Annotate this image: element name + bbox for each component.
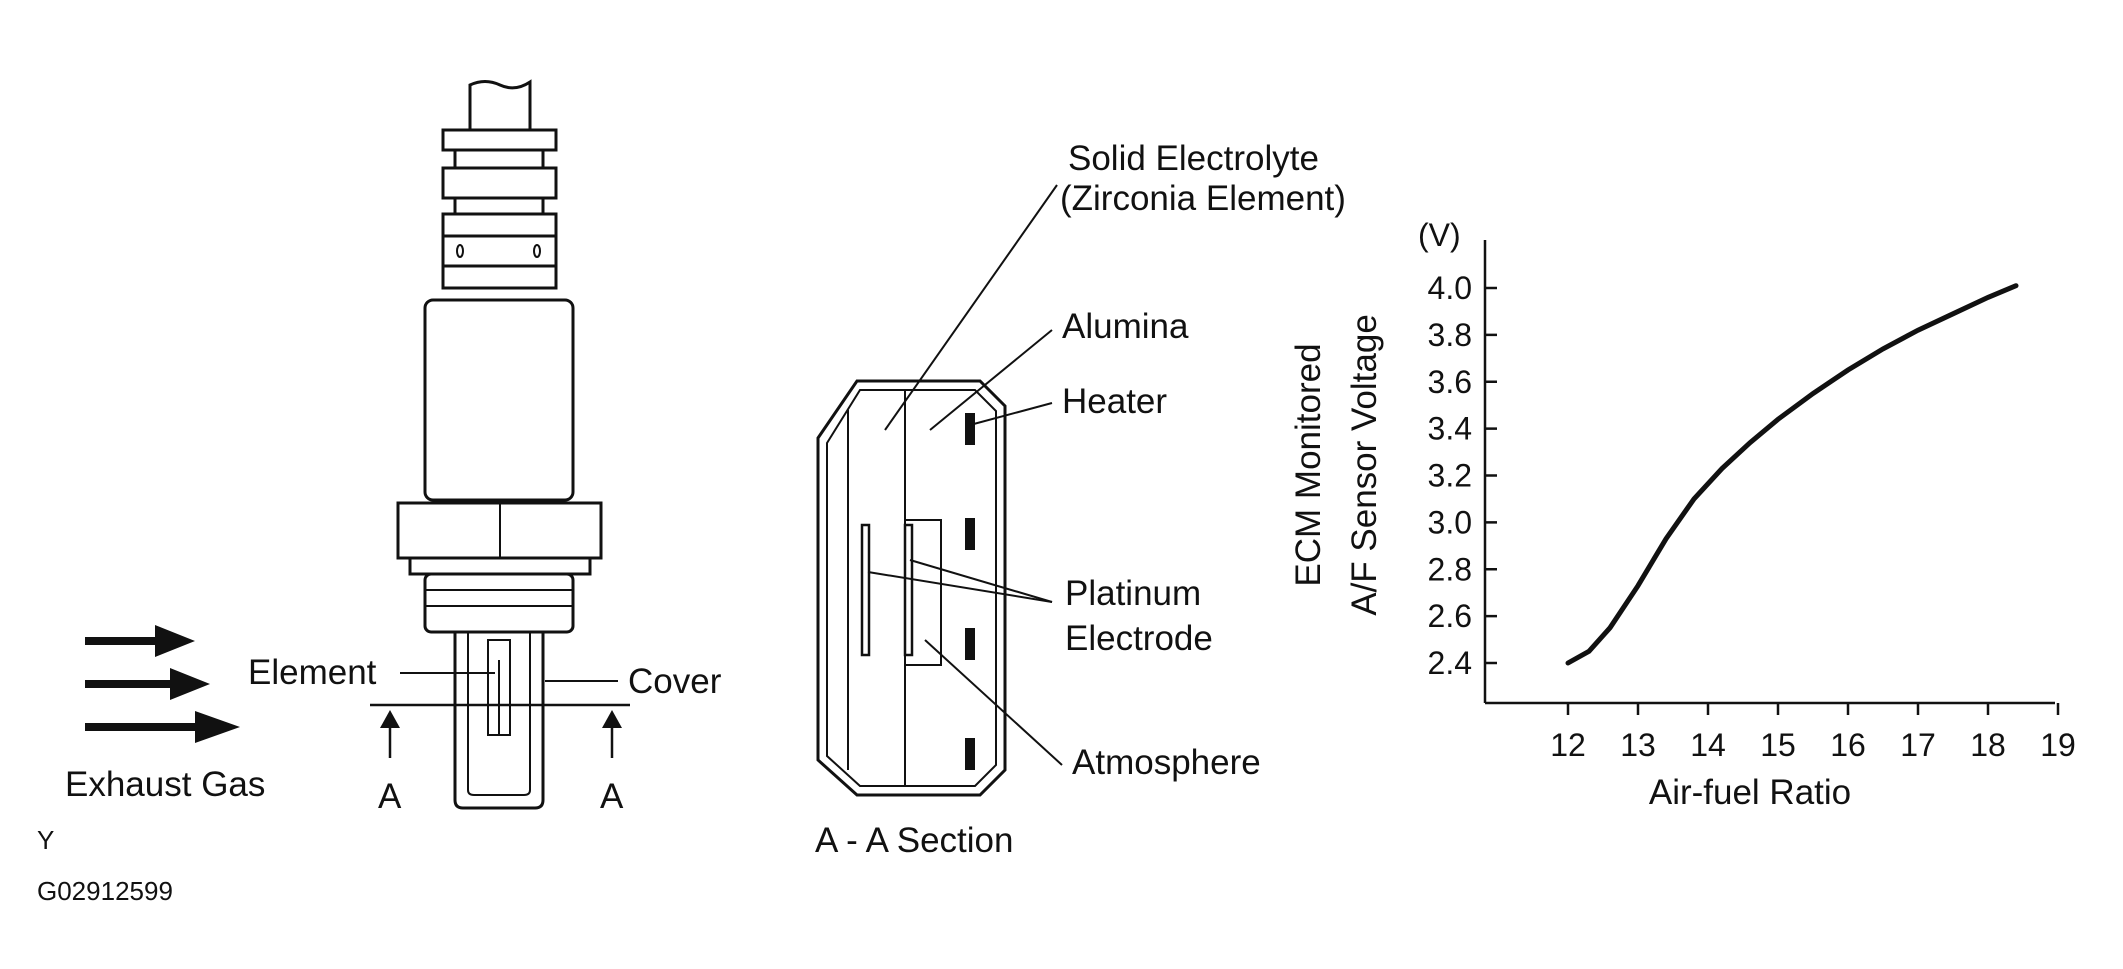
footer-code: G02912599 xyxy=(37,876,173,906)
x-tick-label: 14 xyxy=(1690,727,1726,763)
oxygen-sensor-drawing: Element Cover Exhaust Gas A A xyxy=(65,79,722,816)
x-tick-label: 15 xyxy=(1760,727,1796,763)
platinum-electrode-outer xyxy=(860,523,871,657)
x-tick-label: 17 xyxy=(1900,727,1936,763)
heater-label: Heater xyxy=(1062,382,1167,421)
section-a-left-label: A xyxy=(378,777,402,816)
element-label: Element xyxy=(248,653,377,692)
heater-bar-3 xyxy=(965,628,975,660)
section-inner-outline xyxy=(826,389,997,787)
platinum-label-1: Platinum xyxy=(1065,574,1201,613)
y-tick-label: 3.2 xyxy=(1428,458,1472,494)
exhaust-gas-label: Exhaust Gas xyxy=(65,765,265,804)
y-ticks: 2.4 2.6 2.8 3.0 3.2 3.4 3.6 3.8 4.0 xyxy=(1428,270,1497,681)
sensor-cable xyxy=(468,79,532,132)
footer-mark: Y xyxy=(37,825,54,855)
platinum-leader-1 xyxy=(867,571,1053,603)
section-caption: A - A Section xyxy=(815,821,1013,860)
exhaust-arrows xyxy=(85,625,240,743)
heater-bar-2 xyxy=(965,518,975,550)
atmosphere-label: Atmosphere xyxy=(1072,743,1261,782)
y-tick-label: 4.0 xyxy=(1428,270,1472,306)
x-tick-label: 19 xyxy=(2040,727,2076,763)
solid-electrolyte-label-2: (Zirconia Element) xyxy=(1060,179,1346,218)
platinum-leader-2 xyxy=(909,559,1053,603)
sensor-ring-3 xyxy=(441,212,558,238)
x-tick-label: 18 xyxy=(1970,727,2006,763)
y-unit-label: (V) xyxy=(1418,217,1461,253)
heater-bar-1 xyxy=(965,413,975,445)
cover-label: Cover xyxy=(628,662,722,701)
y-tick-label: 3.4 xyxy=(1428,411,1472,447)
x-tick-label: 16 xyxy=(1830,727,1866,763)
x-axis-label: Air-fuel Ratio xyxy=(1649,773,1851,812)
platinum-label-2: Electrode xyxy=(1065,619,1213,658)
voltage-chart: 2.4 2.6 2.8 3.0 3.2 3.4 3.6 3.8 4.0 12 13 14 15 16 17… xyxy=(1289,217,2076,812)
y-tick-label: 2.8 xyxy=(1428,551,1472,587)
y-tick-label: 2.6 xyxy=(1428,598,1472,634)
sensor-vent-right xyxy=(533,244,541,258)
section-arrow-left xyxy=(380,710,400,758)
y-tick-label: 2.4 xyxy=(1428,645,1472,681)
sensor-neck-2 xyxy=(453,196,545,216)
section-arrow-right xyxy=(602,710,622,758)
sensor-neck xyxy=(453,148,545,170)
y-tick-label: 3.6 xyxy=(1428,364,1472,400)
y-axis-label-line2: A/F Sensor Voltage xyxy=(1345,314,1384,616)
platinum-electrode-inner xyxy=(903,523,914,657)
sensor-collar xyxy=(408,556,592,576)
heater-bar-4 xyxy=(965,738,975,770)
sensor-ring-5 xyxy=(441,264,558,290)
sensor-vent-left xyxy=(456,244,464,258)
cross-section-drawing: Solid Electrolyte (Zirconia Element) Alu… xyxy=(815,139,1346,860)
electrolyte-leader xyxy=(884,184,1058,431)
sensor-body xyxy=(423,298,575,502)
alumina-label: Alumina xyxy=(1062,307,1189,346)
alumina-leader xyxy=(929,329,1053,431)
y-tick-label: 3.0 xyxy=(1428,504,1472,540)
sensor-thread xyxy=(423,572,575,634)
section-a-right-label: A xyxy=(600,777,624,816)
sensor-top-ring xyxy=(441,128,558,152)
x-tick-label: 13 xyxy=(1620,727,1656,763)
x-tick-label: 12 xyxy=(1550,727,1586,763)
sensor-cover-inner xyxy=(467,632,531,796)
voltage-curve xyxy=(1565,283,2019,666)
y-axis-label-line1: ECM Monitored xyxy=(1289,343,1328,586)
y-tick-label: 3.8 xyxy=(1428,317,1472,353)
x-ticks: 12 13 14 15 16 17 18 19 xyxy=(1550,703,2076,763)
sensor-ring-2 xyxy=(441,166,558,200)
heater-leader xyxy=(969,402,1053,426)
atmosphere-leader xyxy=(924,639,1063,766)
solid-electrolyte-label-1: Solid Electrolyte xyxy=(1068,139,1319,178)
